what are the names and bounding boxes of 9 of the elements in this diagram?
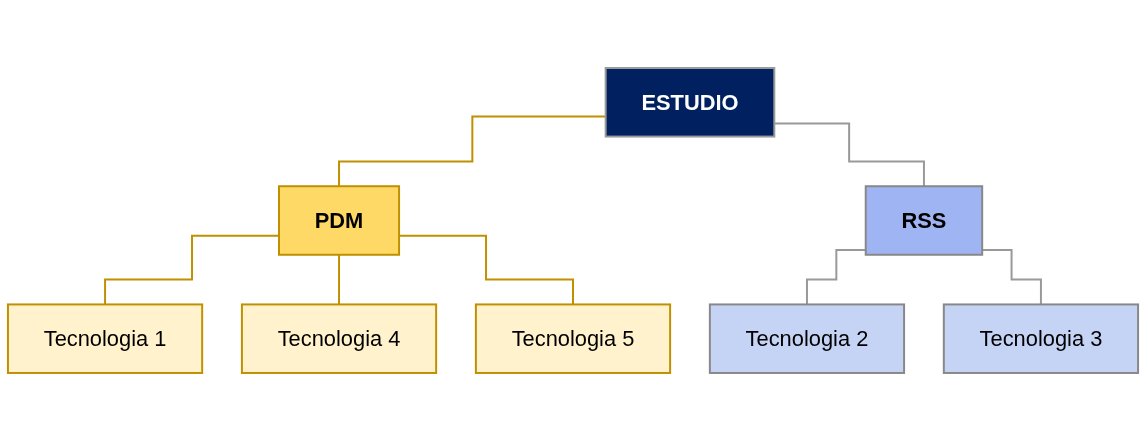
node-box: ESTUDIO	[604, 67, 776, 138]
node-box: Tecnologia 2	[708, 303, 906, 374]
node-box: Tecnologia 1	[6, 303, 204, 374]
node-box: PDM	[278, 185, 401, 256]
connector	[338, 253, 341, 306]
node-box: RSS	[864, 185, 984, 256]
node-box: Tecnologia 5	[474, 303, 672, 374]
node-box: Tecnologia 4	[240, 303, 438, 374]
node-box: Tecnologia 3	[942, 303, 1140, 374]
